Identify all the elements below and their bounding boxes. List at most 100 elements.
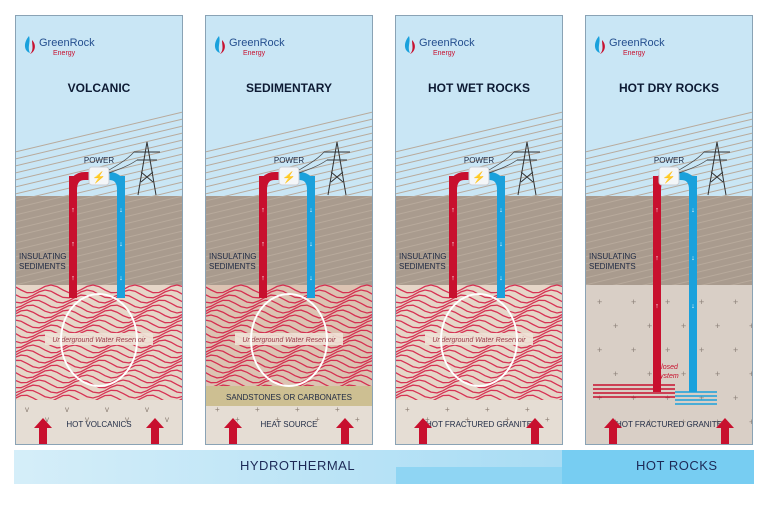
granite-mark: +	[631, 345, 636, 355]
insulating-label-2: SEDIMENTS	[209, 262, 256, 271]
sediment-layer	[585, 196, 753, 285]
heat-line	[15, 299, 183, 309]
sediment-hatch	[585, 188, 753, 230]
heat-source-label: HOT FRACTURED GRANITE	[426, 420, 532, 429]
heat-line	[205, 294, 373, 304]
up-arrow: ↑	[71, 207, 75, 214]
sediment-hatch	[585, 174, 753, 216]
heat-line	[15, 389, 183, 399]
cold-pipe	[689, 176, 697, 392]
heat-line	[205, 374, 373, 384]
heat-arrow-icon	[526, 418, 544, 444]
granite-mark: +	[647, 321, 652, 331]
insulating-label-1: INSULATING	[589, 252, 636, 261]
rock-mark: +	[255, 405, 260, 414]
pylon-icon	[324, 141, 350, 196]
heat-line	[15, 339, 183, 349]
sediment-layer	[395, 196, 563, 285]
power-station	[278, 166, 300, 186]
heat-line	[15, 364, 183, 374]
granite-mark: +	[749, 417, 754, 427]
sediment-hatch	[205, 174, 373, 216]
heat-line	[15, 314, 183, 324]
up-arrow: ↑	[261, 275, 265, 282]
sediment-hatch	[585, 223, 753, 265]
heat-line	[395, 359, 563, 369]
reservoir-band	[425, 333, 533, 345]
heat-line	[15, 344, 183, 354]
cold-pipe	[117, 176, 125, 298]
heat-line	[15, 319, 183, 329]
rock-mark: +	[315, 415, 320, 424]
brand-sub: Energy	[623, 50, 646, 57]
granite-mark: +	[631, 297, 636, 307]
insulating-label-1: INSULATING	[19, 252, 66, 261]
sediment-hatch	[585, 230, 753, 272]
heat-line	[15, 359, 183, 369]
heat-arrow-icon	[604, 418, 622, 444]
sediment-hatch	[205, 223, 373, 265]
rock-mark: +	[235, 415, 240, 424]
rock-mark: v	[65, 405, 69, 414]
sediment-hatch	[395, 209, 563, 251]
rock-mark: +	[275, 415, 280, 424]
sediment-hatch	[585, 237, 753, 279]
power-station	[468, 166, 490, 186]
power-label: POWER	[84, 156, 114, 165]
heat-source-label: HOT FRACTURED GRANITE	[616, 420, 722, 429]
heat-line	[205, 354, 373, 364]
insulating-label-1: INSULATING	[209, 252, 256, 261]
granite-mark: +	[647, 417, 652, 427]
sediment-hatch	[585, 216, 753, 258]
sediment-hatch	[15, 167, 183, 209]
heat-line	[205, 329, 373, 339]
brand-name: GreenRock	[229, 37, 285, 49]
sediment-hatch	[205, 216, 373, 258]
sediment-hatch	[585, 167, 753, 209]
pylon-icon	[134, 141, 160, 196]
rock-mark: v	[145, 405, 149, 414]
panel-border	[585, 15, 753, 445]
hydrothermal-label: HYDROTHERMAL	[240, 458, 356, 473]
sediment-hatch	[205, 202, 373, 244]
granite-mark: +	[597, 345, 602, 355]
heat-line	[395, 304, 563, 314]
granite-mark: +	[681, 321, 686, 331]
sediment-hatch	[395, 188, 563, 230]
sediment-hatch	[395, 139, 563, 181]
sediment-hatch	[585, 244, 753, 286]
granite-mark: +	[665, 345, 670, 355]
hot-pipe-bend	[259, 172, 283, 191]
sediment-hatch	[15, 216, 183, 258]
heat-line	[15, 324, 183, 334]
sediment-hatch	[205, 237, 373, 279]
down-arrow: ↓	[119, 241, 123, 248]
sediment-hatch	[15, 230, 183, 272]
power-label: POWER	[464, 156, 494, 165]
sediment-hatch	[395, 230, 563, 272]
sediment-hatch	[585, 139, 753, 181]
granite-mark: +	[681, 369, 686, 379]
rock-mark: v	[85, 415, 89, 424]
heat-line	[395, 299, 563, 309]
down-arrow: ↓	[691, 255, 695, 262]
panel-border	[205, 15, 373, 445]
heat-line	[395, 364, 563, 374]
heat-line	[395, 339, 563, 349]
sediment-hatch	[585, 202, 753, 244]
lightning-icon: ⚡	[282, 171, 296, 184]
layer-label: SANDSTONES OR CARBONATES	[226, 393, 352, 402]
pylon-icon	[704, 141, 730, 196]
sediment-hatch	[15, 111, 183, 153]
reservoir-band	[235, 333, 343, 345]
heat-line	[15, 384, 183, 394]
sediment-hatch	[205, 244, 373, 286]
down-arrow: ↓	[309, 241, 313, 248]
insulating-label-2: SEDIMENTS	[19, 262, 66, 271]
sediment-hatch	[205, 209, 373, 251]
circulation-loop	[250, 293, 328, 387]
power-label: POWER	[274, 156, 304, 165]
reservoir-label: Underground Water Reservoir	[242, 337, 336, 344]
sediment-hatch	[585, 111, 753, 153]
